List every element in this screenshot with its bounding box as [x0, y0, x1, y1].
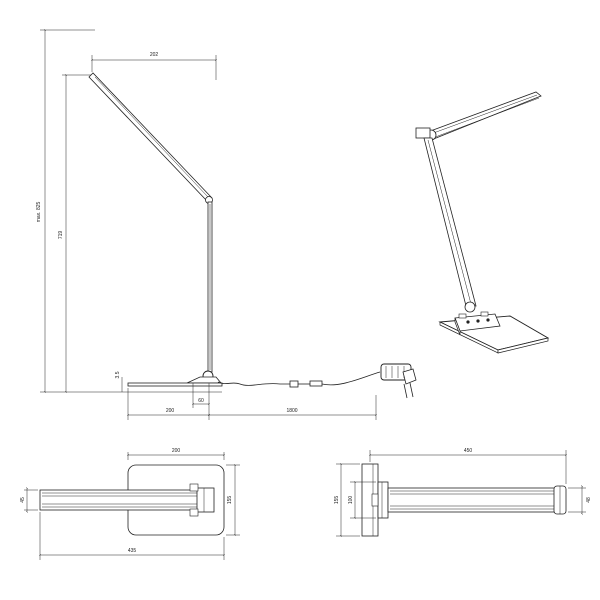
side-view: max. 825 719 202 [36, 29, 417, 420]
top-view-right-head [387, 485, 567, 515]
top-width-label: 202 [150, 52, 159, 58]
arm-height-label: 719 [58, 231, 64, 240]
lamp-head-arm [88, 72, 213, 204]
perspective-view [415, 91, 550, 354]
top-view-right: 450 155 100 48 [334, 448, 592, 537]
top-view-left-head [39, 483, 215, 517]
top-left-depth-dimension: 155 [226, 464, 240, 536]
perspective-lamp-arm [423, 137, 477, 307]
cable-length-label: 1800 [286, 408, 297, 414]
top-left-width-dimension: 200 [127, 448, 225, 460]
top-right-head-width-dimension: 48 [568, 485, 592, 515]
power-adapter [380, 363, 417, 399]
top-right-inner-dimension: 100 [348, 481, 376, 519]
top-left-depth-label: 155 [227, 496, 233, 505]
top-right-depth-dimension: 155 [334, 463, 360, 537]
arm-height-dimension: 719 [58, 74, 95, 393]
lamp-base-side [127, 370, 223, 387]
top-left-width-label: 200 [172, 448, 181, 454]
perspective-lamp-base [438, 301, 550, 354]
base-depth-dimension: 200 [127, 388, 210, 420]
top-right-depth-label: 155 [334, 496, 340, 505]
base-thickness-dimension: 3.5 [115, 371, 123, 392]
top-right-length-label: 450 [464, 448, 473, 454]
perspective-lamp-head [415, 91, 542, 141]
top-view-left: 200 45 155 435 [20, 448, 240, 560]
total-height-dimension: max. 825 [36, 29, 95, 393]
top-right-inner-label: 100 [348, 496, 354, 505]
lamp-vertical-arm [207, 201, 213, 373]
base-depth-label: 200 [166, 408, 175, 414]
top-left-total-length-label: 435 [128, 548, 137, 554]
cable-length-dimension: 1800 [208, 395, 377, 420]
base-thickness-label: 3.5 [115, 371, 121, 378]
top-left-head-width-dimension: 45 [20, 487, 38, 513]
pivot-offset-label: 60 [198, 398, 204, 404]
top-right-length-dimension: 450 [369, 448, 567, 484]
top-left-total-length-dimension: 435 [39, 512, 225, 560]
pivot-offset-dimension: 60 [192, 383, 210, 420]
top-width-dimension: 202 [91, 52, 217, 80]
total-height-label: max. 825 [36, 202, 42, 223]
top-left-head-width-label: 45 [20, 497, 26, 503]
power-cable [217, 371, 381, 388]
top-right-head-width-label: 48 [586, 497, 592, 503]
